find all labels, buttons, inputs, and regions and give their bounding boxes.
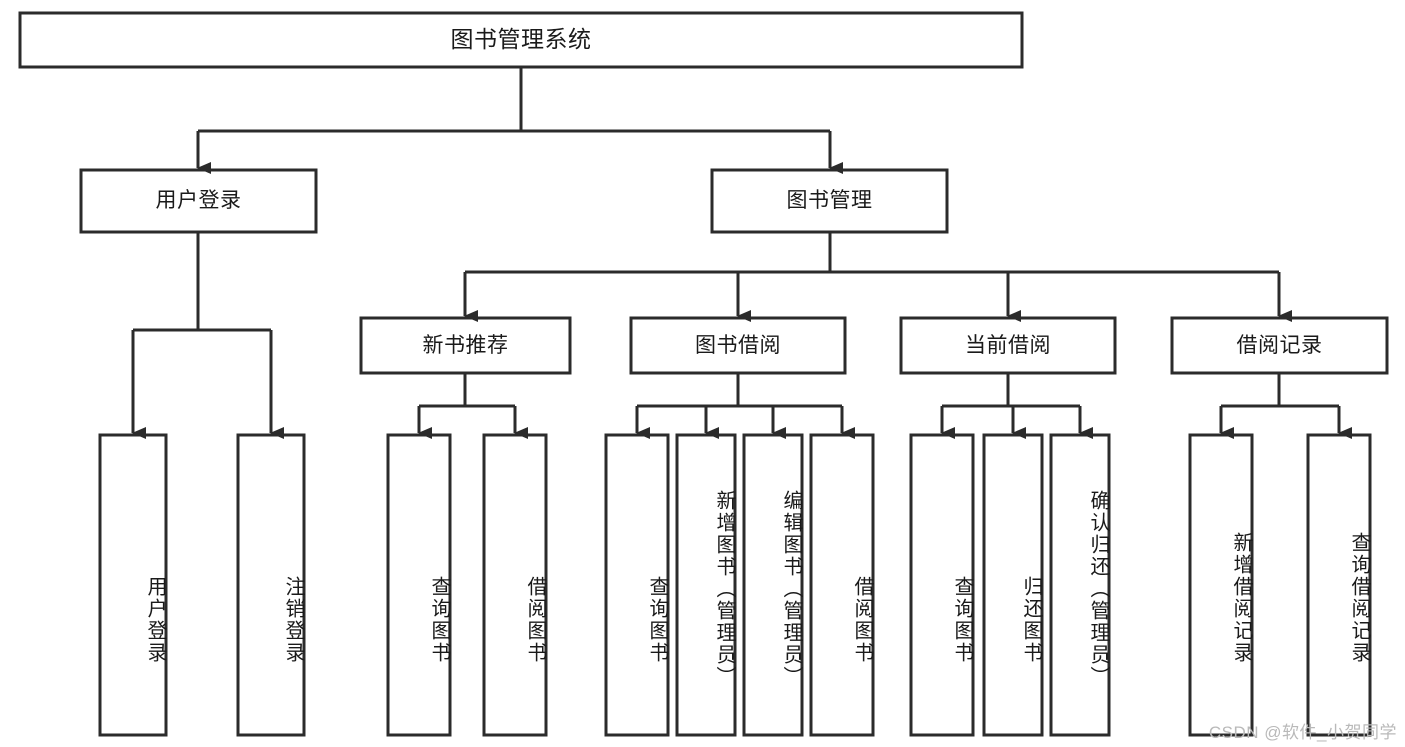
node-current-borrow-box[interactable] bbox=[899, 316, 1117, 375]
node-leaf-user-login-box[interactable] bbox=[98, 433, 168, 737]
csdn-watermark: CSDN @软件_小贺同学 bbox=[1208, 723, 1397, 742]
node-user-login-box[interactable] bbox=[79, 168, 318, 234]
node-leaf-confirm-return-box[interactable] bbox=[1049, 433, 1111, 737]
node-leaf-query-book-2-box[interactable] bbox=[604, 433, 670, 737]
node-leaf-borrow-book-1-box[interactable] bbox=[482, 433, 548, 737]
node-leaf-query-record-box[interactable] bbox=[1306, 433, 1372, 737]
node-borrow-record-box[interactable] bbox=[1170, 316, 1389, 375]
node-leaf-add-record-box[interactable] bbox=[1188, 433, 1254, 737]
node-leaf-add-book-box[interactable] bbox=[675, 433, 737, 737]
node-book-management-box[interactable] bbox=[710, 168, 949, 234]
node-leaf-borrow-book-2-box[interactable] bbox=[809, 433, 875, 737]
node-leaf-logout-login-box[interactable] bbox=[236, 433, 306, 737]
node-leaf-return-book-box[interactable] bbox=[982, 433, 1044, 737]
node-new-book-recommend-box[interactable] bbox=[359, 316, 572, 375]
node-book-borrow-box[interactable] bbox=[629, 316, 847, 375]
node-leaf-query-book-1-box[interactable] bbox=[386, 433, 452, 737]
node-leaf-edit-book-box[interactable] bbox=[742, 433, 804, 737]
node-leaf-query-book-3-box[interactable] bbox=[909, 433, 975, 737]
node-root-box[interactable] bbox=[18, 11, 1024, 69]
